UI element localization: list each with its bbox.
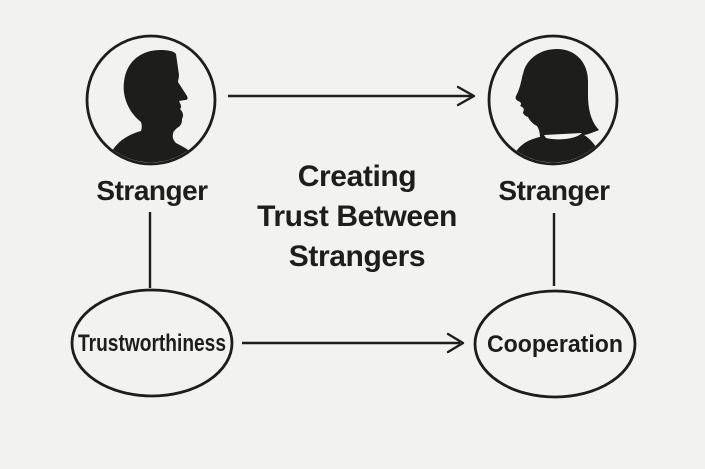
cooperation-label: Cooperation [487, 331, 623, 358]
left-stranger-circle [85, 34, 217, 166]
right-stranger-label: Stranger [498, 175, 610, 206]
title-line-1: Creating [298, 160, 417, 193]
trust-arrow [228, 85, 476, 107]
arrowhead-right-icon [446, 332, 465, 354]
man-profile-icon [106, 50, 203, 163]
diagram-title: Creating Trust Between Strangers [257, 160, 457, 273]
woman-profile-icon [510, 49, 604, 163]
right-stranger-circle [487, 34, 619, 166]
title-line-2: Trust Between [257, 200, 457, 233]
trustworthiness-label: Trustworthiness [78, 330, 226, 357]
title-line-3: Strangers [289, 240, 425, 273]
left-stranger-label: Stranger [96, 175, 208, 206]
cooperation-ellipse [473, 289, 637, 399]
arrowhead-right-icon [456, 85, 476, 107]
trustworthiness-ellipse [70, 288, 234, 398]
cooperation-arrow [242, 332, 465, 354]
